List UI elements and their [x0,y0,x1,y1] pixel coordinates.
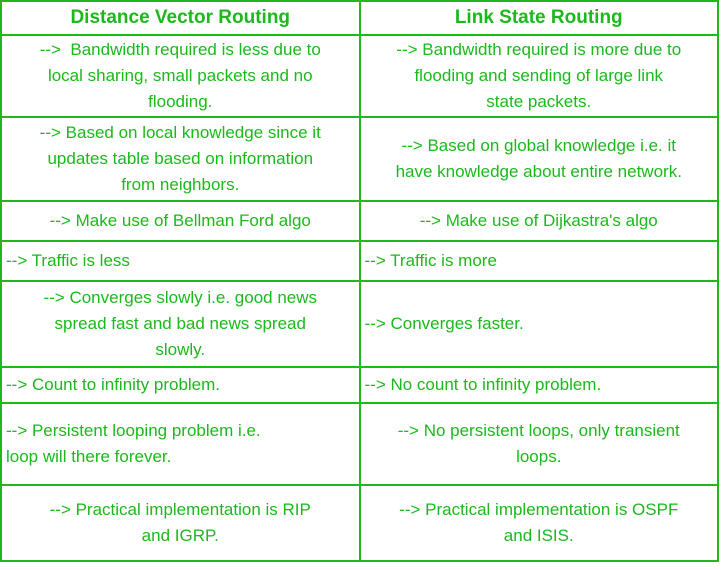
cell-bandwidth-link-state: --> Bandwidth required is more due to fl… [358,34,719,118]
table-row-convergence: --> Converges slowly i.e. good news spre… [0,280,719,368]
table-row-knowledge: --> Based on local knowledge since it up… [0,116,719,202]
cell-knowledge-distance-vector: --> Based on local knowledge since it up… [0,116,361,202]
header-row: Distance Vector Routing Link State Routi… [0,0,719,36]
cell-implementation-distance-vector: --> Practical implementation is RIP and … [0,484,361,562]
cell-knowledge-link-state: --> Based on global knowledge i.e. it ha… [358,116,719,202]
cell-count-to-infinity-link-state: --> No count to infinity problem. [358,366,719,404]
table-row-implementation: --> Practical implementation is RIP and … [0,484,719,562]
table-row-algorithm: --> Make use of Bellman Ford algo --> Ma… [0,200,719,242]
table-row-looping: --> Persistent looping problem i.e. loop… [0,402,719,486]
column-header-link-state-routing: Link State Routing [358,0,719,36]
cell-convergence-distance-vector: --> Converges slowly i.e. good news spre… [0,280,361,368]
cell-algorithm-link-state: --> Make use of Dijkastra's algo [358,200,719,242]
cell-traffic-link-state: --> Traffic is more [358,240,719,282]
cell-looping-link-state: --> No persistent loops, only transient … [358,402,719,486]
cell-traffic-distance-vector: --> Traffic is less [0,240,361,282]
cell-bandwidth-distance-vector: --> Bandwidth required is less due to lo… [0,34,361,118]
table-row-count-to-infinity: --> Count to infinity problem. --> No co… [0,366,719,404]
cell-looping-distance-vector: --> Persistent looping problem i.e. loop… [0,402,361,486]
cell-algorithm-distance-vector: --> Make use of Bellman Ford algo [0,200,361,242]
cell-implementation-link-state: --> Practical implementation is OSPF and… [358,484,719,562]
cell-count-to-infinity-distance-vector: --> Count to infinity problem. [0,366,361,404]
column-header-distance-vector-routing: Distance Vector Routing [0,0,361,36]
table-row-traffic: --> Traffic is less --> Traffic is more [0,240,719,282]
cell-convergence-link-state: --> Converges faster. [358,280,719,368]
table-row-bandwidth: --> Bandwidth required is less due to lo… [0,34,719,118]
